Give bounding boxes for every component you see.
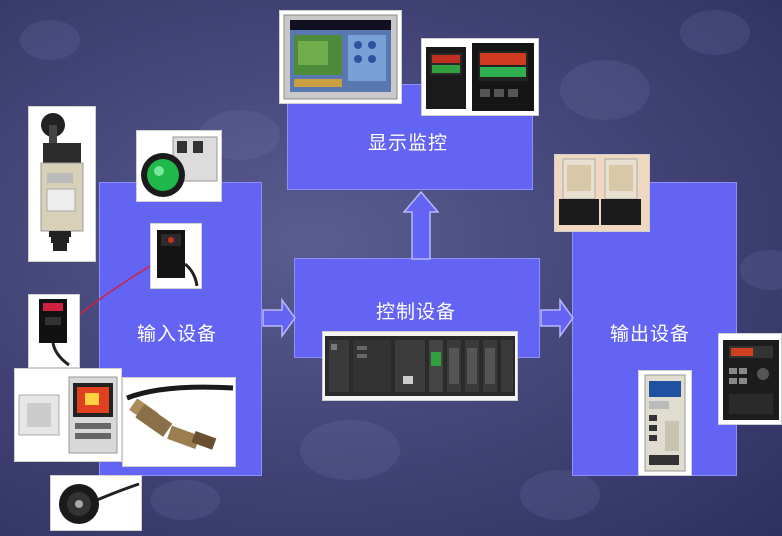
temperature-controllers-image [421, 38, 539, 116]
background-bubble [740, 250, 782, 290]
hmi-touchscreen-image [279, 10, 402, 104]
servo-drive-image [638, 370, 692, 476]
green-pushbutton-image [136, 130, 222, 202]
sensor-wire [71, 259, 161, 321]
background-bubble [680, 10, 750, 55]
background-bubble [520, 470, 600, 520]
background-bubble [150, 480, 220, 520]
inverter-image [718, 333, 782, 425]
limit-switch-image [28, 106, 96, 262]
background-bubble [560, 60, 650, 120]
arrow-input-to-control [262, 298, 296, 338]
display-monitoring-label: 显示监控 [368, 132, 449, 154]
arrow-control-to-display [402, 190, 440, 260]
background-bubble [20, 20, 80, 60]
photoelectric-sensor-image [150, 223, 202, 289]
output-device-label: 输出设备 [610, 323, 691, 345]
background-bubble [300, 420, 400, 480]
plc-rack-image [322, 331, 518, 401]
rotary-encoder-image [50, 475, 142, 531]
input-device-label: 输入设备 [137, 323, 218, 345]
control-device-label: 控制设备 [376, 301, 457, 323]
proximity-sensors-image [122, 377, 236, 467]
vision-sensor-image [14, 368, 122, 462]
arrow-control-to-output [540, 298, 574, 338]
photoelectric-sensor-2-image [28, 294, 80, 368]
relays-image [554, 154, 650, 232]
